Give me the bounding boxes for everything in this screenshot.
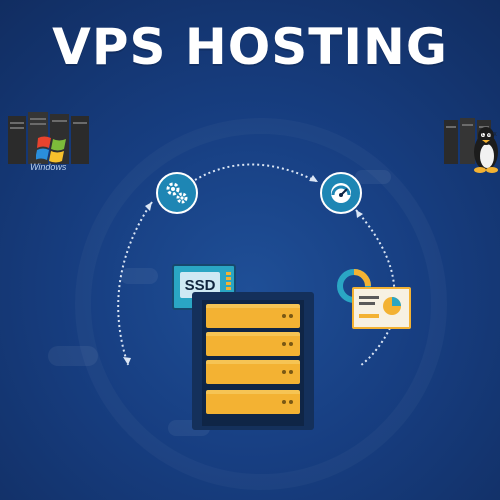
led-indicator bbox=[289, 342, 293, 346]
ssd-pins bbox=[226, 272, 231, 300]
performance-node bbox=[320, 172, 362, 214]
server-drawer bbox=[206, 390, 300, 414]
led-indicator bbox=[282, 342, 286, 346]
analytics-icon bbox=[359, 296, 401, 318]
analytics-dashboard bbox=[352, 287, 411, 329]
server-drawer bbox=[206, 332, 300, 356]
ssd-label: SSD bbox=[180, 272, 220, 298]
server-tower-icon bbox=[8, 112, 89, 164]
page-title: VPS HOSTING bbox=[52, 18, 448, 76]
speedometer-icon bbox=[331, 183, 351, 203]
server-rack bbox=[192, 292, 314, 430]
server-drawer bbox=[206, 304, 300, 328]
windows-label: Windows bbox=[30, 162, 67, 172]
led-indicator bbox=[289, 400, 293, 404]
led-indicator bbox=[282, 370, 286, 374]
windows-servers: Windows bbox=[8, 112, 90, 172]
settings-node bbox=[156, 172, 198, 214]
gear-icon bbox=[166, 182, 188, 204]
led-indicator bbox=[289, 370, 293, 374]
background-cloud bbox=[355, 170, 391, 184]
led-indicator bbox=[282, 314, 286, 318]
led-indicator bbox=[289, 314, 293, 318]
background-cloud bbox=[48, 346, 98, 366]
linux-label: LINUX bbox=[482, 132, 497, 138]
windows-logo-icon bbox=[36, 136, 66, 163]
tux-penguin-icon bbox=[474, 127, 498, 173]
server-drawer bbox=[206, 360, 300, 384]
background-cloud bbox=[120, 268, 158, 284]
linux-servers: LINUX bbox=[442, 116, 500, 178]
led-indicator bbox=[282, 400, 286, 404]
